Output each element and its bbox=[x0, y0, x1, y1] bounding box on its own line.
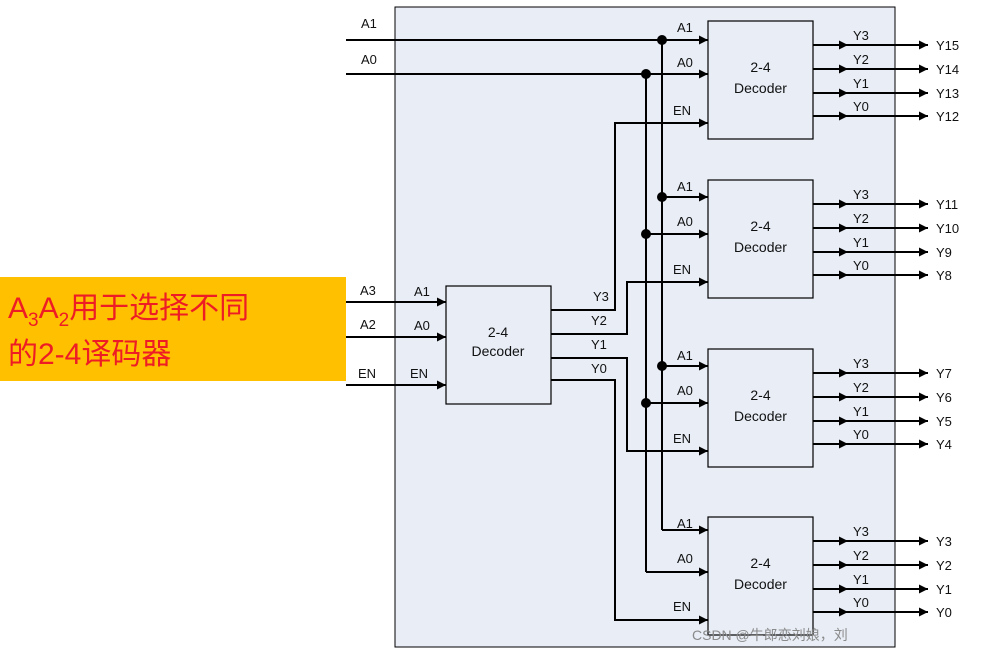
port-label-input: EN bbox=[673, 262, 691, 277]
junction-dot bbox=[657, 35, 667, 45]
decoder-name-line2: Decoder bbox=[472, 343, 525, 359]
sub-decoder-block bbox=[707, 516, 814, 636]
output-label: Y13 bbox=[936, 86, 959, 101]
sub-decoders: 2-4DecoderA1A0ENY3Y15Y2Y14Y1Y13Y0Y122-4D… bbox=[673, 20, 959, 636]
port-label-a0: A0 bbox=[414, 318, 430, 333]
decoder-name-line1: 2-4 bbox=[750, 59, 770, 75]
main-input-label-a2: A2 bbox=[360, 317, 376, 332]
decoder-name-line1: 2-4 bbox=[750, 218, 770, 234]
port-label-y3: Y3 bbox=[593, 289, 609, 304]
output-label: Y0 bbox=[936, 605, 952, 620]
output-label: Y7 bbox=[936, 366, 952, 381]
output-label: Y9 bbox=[936, 245, 952, 260]
port-label-output: Y0 bbox=[853, 595, 869, 610]
port-label-output: Y1 bbox=[853, 235, 869, 250]
junction-dot bbox=[657, 361, 667, 371]
annotation-line1: A3A2用于选择不同 bbox=[8, 292, 249, 331]
top-input-label-a0: A0 bbox=[361, 52, 377, 67]
port-label-output: Y2 bbox=[853, 548, 869, 563]
decoder-name-line1: 2-4 bbox=[750, 555, 770, 571]
decoder-name-line1: 2-4 bbox=[750, 387, 770, 403]
junction-dot bbox=[657, 192, 667, 202]
annotation-box: A3A2用于选择不同 的2-4译码器 bbox=[0, 277, 346, 381]
port-label-output: Y1 bbox=[853, 572, 869, 587]
port-label-input: A1 bbox=[677, 179, 693, 194]
port-label-output: Y0 bbox=[853, 258, 869, 273]
main-input-label-a3: A3 bbox=[360, 283, 376, 298]
port-label-output: Y3 bbox=[853, 356, 869, 371]
branch-wires bbox=[646, 192, 708, 577]
decoder-name-line2: Decoder bbox=[734, 80, 787, 96]
top-input-label-a1: A1 bbox=[361, 16, 377, 31]
port-label-output: Y1 bbox=[853, 76, 869, 91]
port-label-input: A1 bbox=[677, 348, 693, 363]
port-label-input: A0 bbox=[677, 383, 693, 398]
sub-decoder-block bbox=[707, 179, 814, 299]
port-label-output: Y3 bbox=[853, 524, 869, 539]
port-label-input: A1 bbox=[677, 516, 693, 531]
annotation-line2: 的2-4译码器 bbox=[8, 338, 171, 371]
port-label-output: Y2 bbox=[853, 380, 869, 395]
port-label-input: A1 bbox=[677, 20, 693, 35]
sub-decoder-block bbox=[707, 348, 814, 468]
port-label-output: Y3 bbox=[853, 28, 869, 43]
port-label-input: A0 bbox=[677, 551, 693, 566]
output-label: Y14 bbox=[936, 62, 959, 77]
output-label: Y11 bbox=[936, 197, 958, 212]
output-label: Y15 bbox=[936, 38, 959, 53]
port-label-input: A0 bbox=[677, 214, 693, 229]
port-label-output: Y2 bbox=[853, 52, 869, 67]
port-label-input: EN bbox=[673, 103, 691, 118]
output-label: Y6 bbox=[936, 390, 952, 405]
decoder-name-line2: Decoder bbox=[734, 576, 787, 592]
port-label-y0: Y0 bbox=[591, 361, 607, 376]
junction-dot bbox=[641, 229, 651, 239]
port-label-output: Y1 bbox=[853, 404, 869, 419]
junction-dots bbox=[641, 35, 667, 408]
output-label: Y2 bbox=[936, 558, 952, 573]
output-label: Y10 bbox=[936, 221, 959, 236]
output-label: Y1 bbox=[936, 582, 952, 597]
decoder-name-line2: Decoder bbox=[734, 239, 787, 255]
output-label: Y3 bbox=[936, 534, 952, 549]
output-label: Y8 bbox=[936, 268, 952, 283]
port-label-y2: Y2 bbox=[591, 313, 607, 328]
main-input-wires bbox=[346, 297, 446, 390]
port-label-output: Y2 bbox=[853, 211, 869, 226]
main-decoder: 2-4 Decoder A1 A0 EN Y3 Y2 Y1 Y0 bbox=[410, 284, 609, 405]
port-label-input: EN bbox=[673, 599, 691, 614]
port-label-y1: Y1 bbox=[591, 337, 607, 352]
port-label-output: Y3 bbox=[853, 187, 869, 202]
output-label: Y12 bbox=[936, 109, 959, 124]
watermark: CSDN @牛郎恋刘娘，刘 bbox=[692, 627, 848, 643]
port-label-en: EN bbox=[410, 366, 428, 381]
junction-dot bbox=[641, 69, 651, 79]
main-input-label-en: EN bbox=[358, 366, 376, 381]
decoder-name-line2: Decoder bbox=[734, 408, 787, 424]
port-label-input: EN bbox=[673, 431, 691, 446]
port-label-a1: A1 bbox=[414, 284, 430, 299]
sub-decoder-block bbox=[707, 20, 814, 140]
port-label-output: Y0 bbox=[853, 99, 869, 114]
port-label-input: A0 bbox=[677, 55, 693, 70]
output-label: Y4 bbox=[936, 437, 952, 452]
port-label-output: Y0 bbox=[853, 427, 869, 442]
junction-dot bbox=[641, 398, 651, 408]
enable-routing-wires bbox=[551, 118, 708, 625]
decoder-name-line1: 2-4 bbox=[488, 324, 508, 340]
output-label: Y5 bbox=[936, 414, 952, 429]
